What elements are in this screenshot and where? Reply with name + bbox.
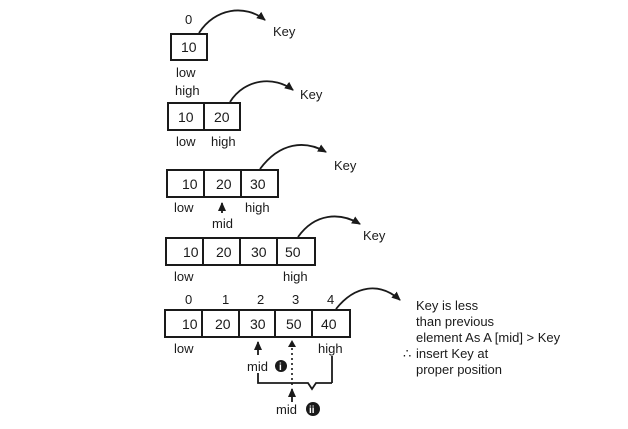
key-arrow [297,215,361,238]
note-arrow [335,287,401,310]
cell-value: 50 [286,316,302,332]
array-cell [164,309,203,338]
row-2: high 10 20 low high Key [167,80,323,149]
high-label: high [283,269,308,284]
low-label: low [174,269,194,284]
note-line: insert Key at [416,346,489,361]
cell-value: 10 [178,109,194,125]
high-label-above: high [175,83,200,98]
array-cell [167,102,205,131]
mid-i-marker [275,360,287,372]
cell-value: 30 [251,244,267,260]
low-label: low [174,341,194,356]
row-3: 10 20 30 low high mid Key [166,144,357,231]
index-label: 0 [185,12,192,27]
mid-i-label: mid [247,359,268,374]
therefore-symbol: ∴ [403,346,411,361]
key-arrow [229,80,294,103]
cell-value: 50 [285,244,301,260]
high-label: high [245,200,270,215]
cell-value: 10 [182,316,198,332]
mid-ii-dotted-arrowhead [288,340,296,347]
note-line: than previous [416,314,495,329]
key-arrow [198,9,266,34]
cell-value: 20 [216,244,232,260]
mid-ii-label: mid [276,402,297,417]
explanation-note: Key is less than previous element As A [… [403,298,561,377]
cell-value: 20 [215,316,231,332]
key-label: Key [273,24,296,39]
row-5: 0 1 2 3 4 10 20 30 50 40 low high mid i … [164,287,401,417]
index-label: 4 [327,292,334,307]
cell-value: 40 [321,316,337,332]
key-label: Key [363,228,386,243]
mid-ii-marker-text: ii [309,405,315,416]
low-label: low [176,134,196,149]
index-label: 0 [185,292,192,307]
key-label: Key [300,87,323,102]
cell-value: 30 [250,316,266,332]
note-line: element As A [mid] > Key [416,330,561,345]
cell-value: 10 [183,244,199,260]
array-cell [203,102,241,131]
array-cell [203,169,242,198]
key-label: Key [334,158,357,173]
index-label: 3 [292,292,299,307]
cell-value: 20 [214,109,230,125]
mid-label: mid [212,216,233,231]
range-brace [257,373,332,391]
row-4: 10 20 30 50 low high Key [165,215,386,284]
high-label: high [211,134,236,149]
array-cell [240,169,279,198]
low-label: low [176,65,196,80]
note-line: proper position [416,362,502,377]
high-label: high [318,341,343,356]
array-cell [311,309,351,338]
mid-ii-marker [306,402,320,416]
low-label: low [174,200,194,215]
array-cell [274,309,313,338]
array-cell [276,237,316,266]
cell-value: 10 [182,176,198,192]
array-cell [170,33,208,61]
cell-value: 10 [181,39,197,55]
mid-i-marker-text: i [279,362,282,373]
key-arrow [259,144,327,170]
cell-value: 20 [216,176,232,192]
row-1: 0 10 low Key [170,9,296,80]
index-label: 2 [257,292,264,307]
note-line: Key is less [416,298,479,313]
cell-value: 30 [250,176,266,192]
index-label: 1 [222,292,229,307]
